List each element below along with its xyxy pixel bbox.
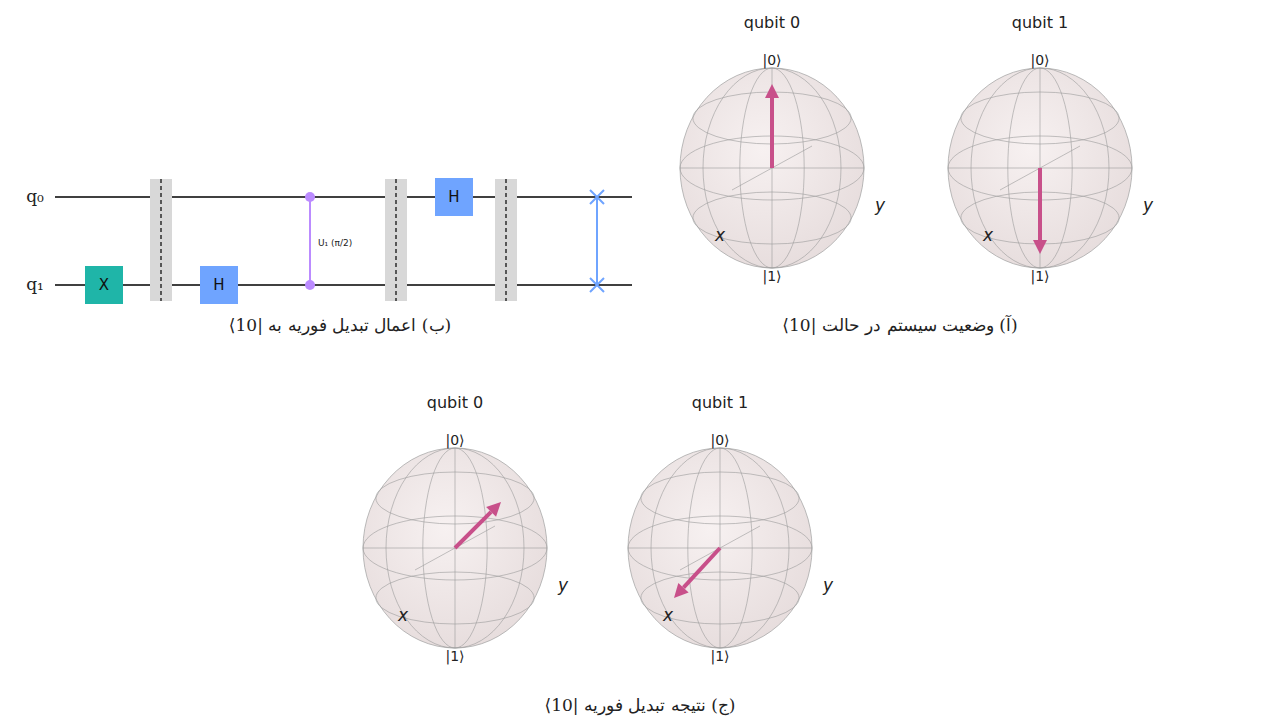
gate-box: H (200, 266, 238, 304)
state-label: |1⟩ (445, 648, 464, 664)
state-label: |1⟩ (1030, 268, 1049, 284)
state-label: |0⟩ (1030, 52, 1049, 68)
bloch-sphere (628, 448, 812, 648)
sub-caption: (آ) وضعیت سیستم در حالت |10⟩ (782, 316, 1017, 336)
state-arrowhead (765, 84, 779, 98)
state-label: |1⟩ (762, 268, 781, 284)
sphere-title: qubit 1 (692, 394, 748, 412)
sphere-title: qubit 0 (744, 14, 800, 32)
sub-caption: (ب) اعمال تبدیل فوریه به |10⟩ (229, 316, 451, 336)
gate-label: U₁ (π/2) (318, 238, 352, 248)
axis-label: y (1143, 196, 1153, 216)
axis-label: x (398, 606, 408, 626)
axis-label: x (715, 226, 725, 246)
gate-symbol: X (99, 276, 109, 294)
state-arrowhead (1033, 240, 1047, 254)
axis-label: y (823, 576, 833, 596)
axis-label: x (663, 606, 673, 626)
axis-label: x (983, 226, 993, 246)
bloch-sphere (948, 68, 1132, 268)
sphere-outline (628, 448, 812, 648)
bloch-spheres (363, 68, 1132, 648)
gate-box: H (435, 178, 473, 216)
wire-label: q₁ (26, 275, 44, 295)
axis-label: y (875, 196, 885, 216)
state-label: |0⟩ (710, 432, 729, 448)
state-vector (455, 512, 491, 548)
state-label: |0⟩ (762, 52, 781, 68)
sphere-title: qubit 1 (1012, 14, 1068, 32)
state-vector (683, 548, 720, 588)
wire-label: q₀ (26, 187, 44, 207)
sphere-outline (948, 68, 1132, 268)
bloch-sphere (680, 68, 864, 268)
state-arrowhead (486, 502, 501, 517)
gate-box: X (85, 266, 123, 304)
sphere-outline (680, 68, 864, 268)
state-vector (770, 98, 774, 168)
circuit (55, 179, 632, 301)
sphere-title: qubit 0 (427, 394, 483, 412)
state-vector (1038, 168, 1042, 240)
sphere-outline (363, 448, 547, 648)
state-arrowhead (674, 583, 689, 598)
bloch-sphere (363, 448, 547, 648)
sub-caption: (ج) نتیجه تبدیل فوریه |10⟩ (545, 696, 736, 716)
state-label: |1⟩ (710, 648, 729, 664)
z-axis (1040, 68, 1041, 268)
state-label: |0⟩ (445, 432, 464, 448)
gate-symbol: H (448, 188, 459, 206)
gate-symbol: H (213, 276, 224, 294)
axis-label: y (558, 576, 568, 596)
